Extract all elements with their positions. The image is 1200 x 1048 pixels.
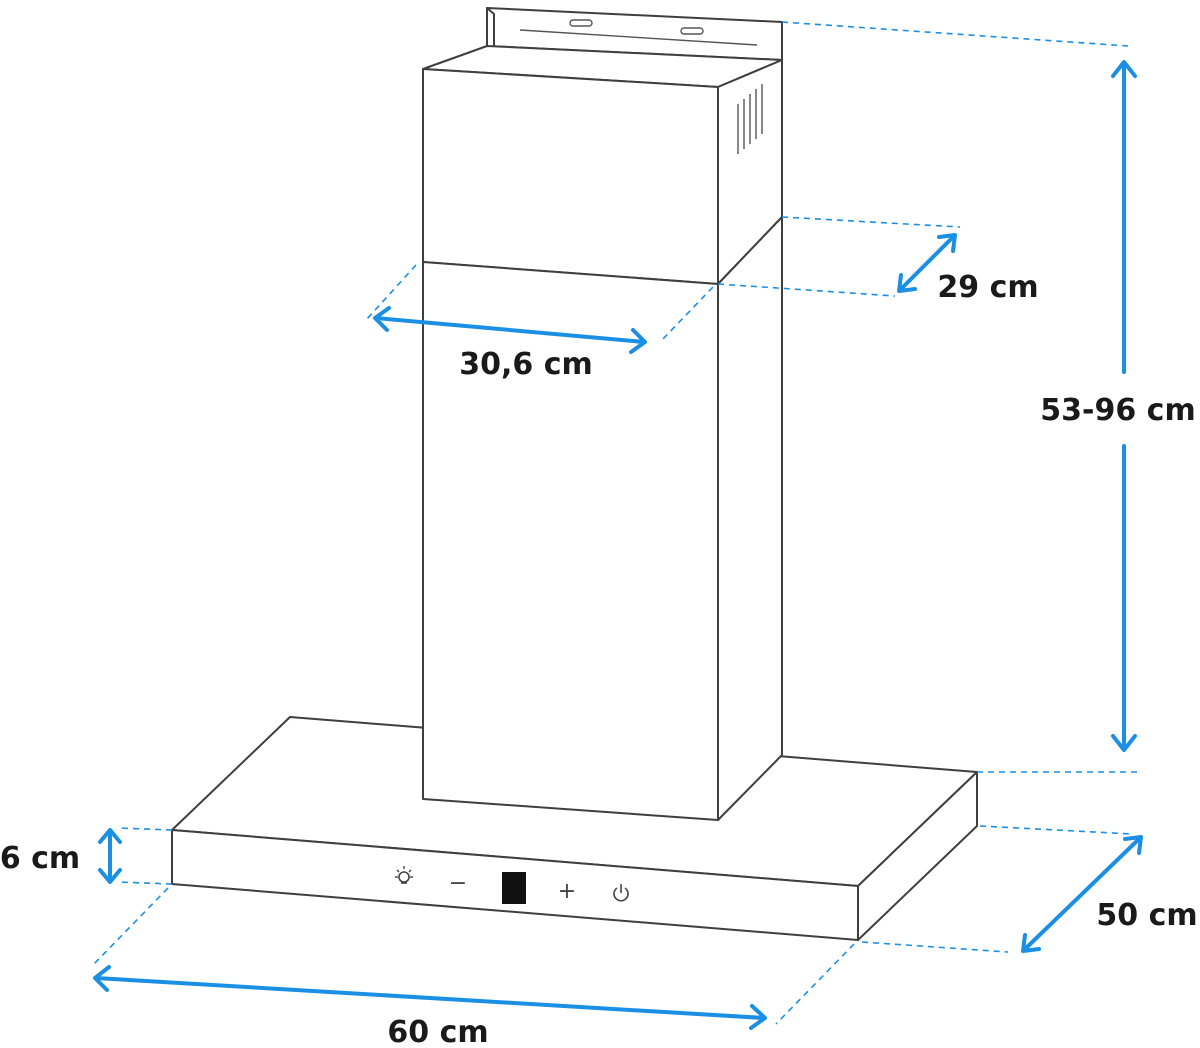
canopy-depth-arrowhead-bottom: [1021, 933, 1041, 953]
chimney-upper-front: [422, 68, 719, 285]
chimney: [422, 7, 783, 821]
height-label: 53-96 cm: [1040, 393, 1195, 428]
width-left-extension-line: [365, 264, 417, 321]
canopy-depth-label: 50 cm: [1096, 898, 1197, 933]
canopy-depth-arrow: [1022, 836, 1142, 952]
chimney-depth-dimension: 29 cm: [717, 216, 1039, 305]
chimney-width-arrow: [374, 316, 646, 344]
canopy-thickness-dimension: 6 cm: [0, 827, 173, 885]
vent-slots: [737, 84, 763, 154]
canopy-thickness-arrowhead-top: [98, 828, 122, 844]
height-arrowhead-top: [1111, 60, 1137, 78]
chimney-width-arrowhead-right: [629, 328, 647, 354]
canopy-depth-dimension: 50 cm: [861, 825, 1198, 953]
canopy-width-dimension: 60 cm: [91, 887, 855, 1048]
depth-top-extension-line: [781, 216, 961, 228]
canopy-width-label: 60 cm: [387, 1015, 488, 1048]
height-top-extension-line: [781, 21, 1129, 47]
depth-bottom-extension-line: [717, 283, 896, 297]
chimney-depth-arrow: [898, 234, 956, 292]
chimney-width-arrowhead-left: [373, 306, 391, 332]
plus-button[interactable]: +: [558, 879, 576, 904]
thickness-top-extension-line: [117, 827, 173, 831]
chimney-lower-side: [717, 216, 783, 821]
canopy-width-arrowhead-right: [749, 1004, 767, 1030]
canopy-width-arrow: [94, 976, 766, 1020]
canopy-width-right-extension-line: [775, 943, 855, 1025]
mount-slot-left: [569, 19, 593, 27]
power-icon[interactable]: [613, 884, 629, 902]
thickness-bottom-extension-line: [117, 881, 173, 885]
canopy-side-face: [857, 771, 978, 941]
width-right-extension-line: [659, 286, 714, 343]
light-bulb-icon[interactable]: [395, 866, 413, 884]
canopy-depth-bottom-extension-line: [861, 941, 1009, 953]
control-panel: − +: [395, 866, 629, 904]
canopy-depth-top-extension-line: [979, 825, 1133, 835]
digital-display: [502, 872, 526, 904]
canopy-thickness-arrowhead-bottom: [98, 868, 122, 884]
chimney-width-label: 30,6 cm: [459, 347, 593, 382]
chimney-depth-arrowhead-bottom: [897, 273, 917, 293]
mount-slot-right: [680, 27, 704, 35]
canopy-thickness-label: 6 cm: [0, 841, 80, 876]
canopy-width-arrowhead-left: [93, 965, 111, 992]
chimney-depth-arrowhead-top: [937, 233, 957, 253]
chimney-width-dimension: 30,6 cm: [365, 264, 714, 382]
canopy-depth-arrowhead-top: [1123, 835, 1143, 855]
chimney-lower-front: [422, 261, 719, 821]
minus-button[interactable]: −: [449, 871, 467, 896]
chimney-depth-label: 29 cm: [937, 270, 1038, 305]
canopy-width-left-extension-line: [91, 887, 169, 967]
height-arrowhead-bottom: [1111, 734, 1137, 752]
chimney-inner-edge: [519, 29, 758, 46]
height-dimension: 53-96 cm: [781, 21, 1196, 773]
